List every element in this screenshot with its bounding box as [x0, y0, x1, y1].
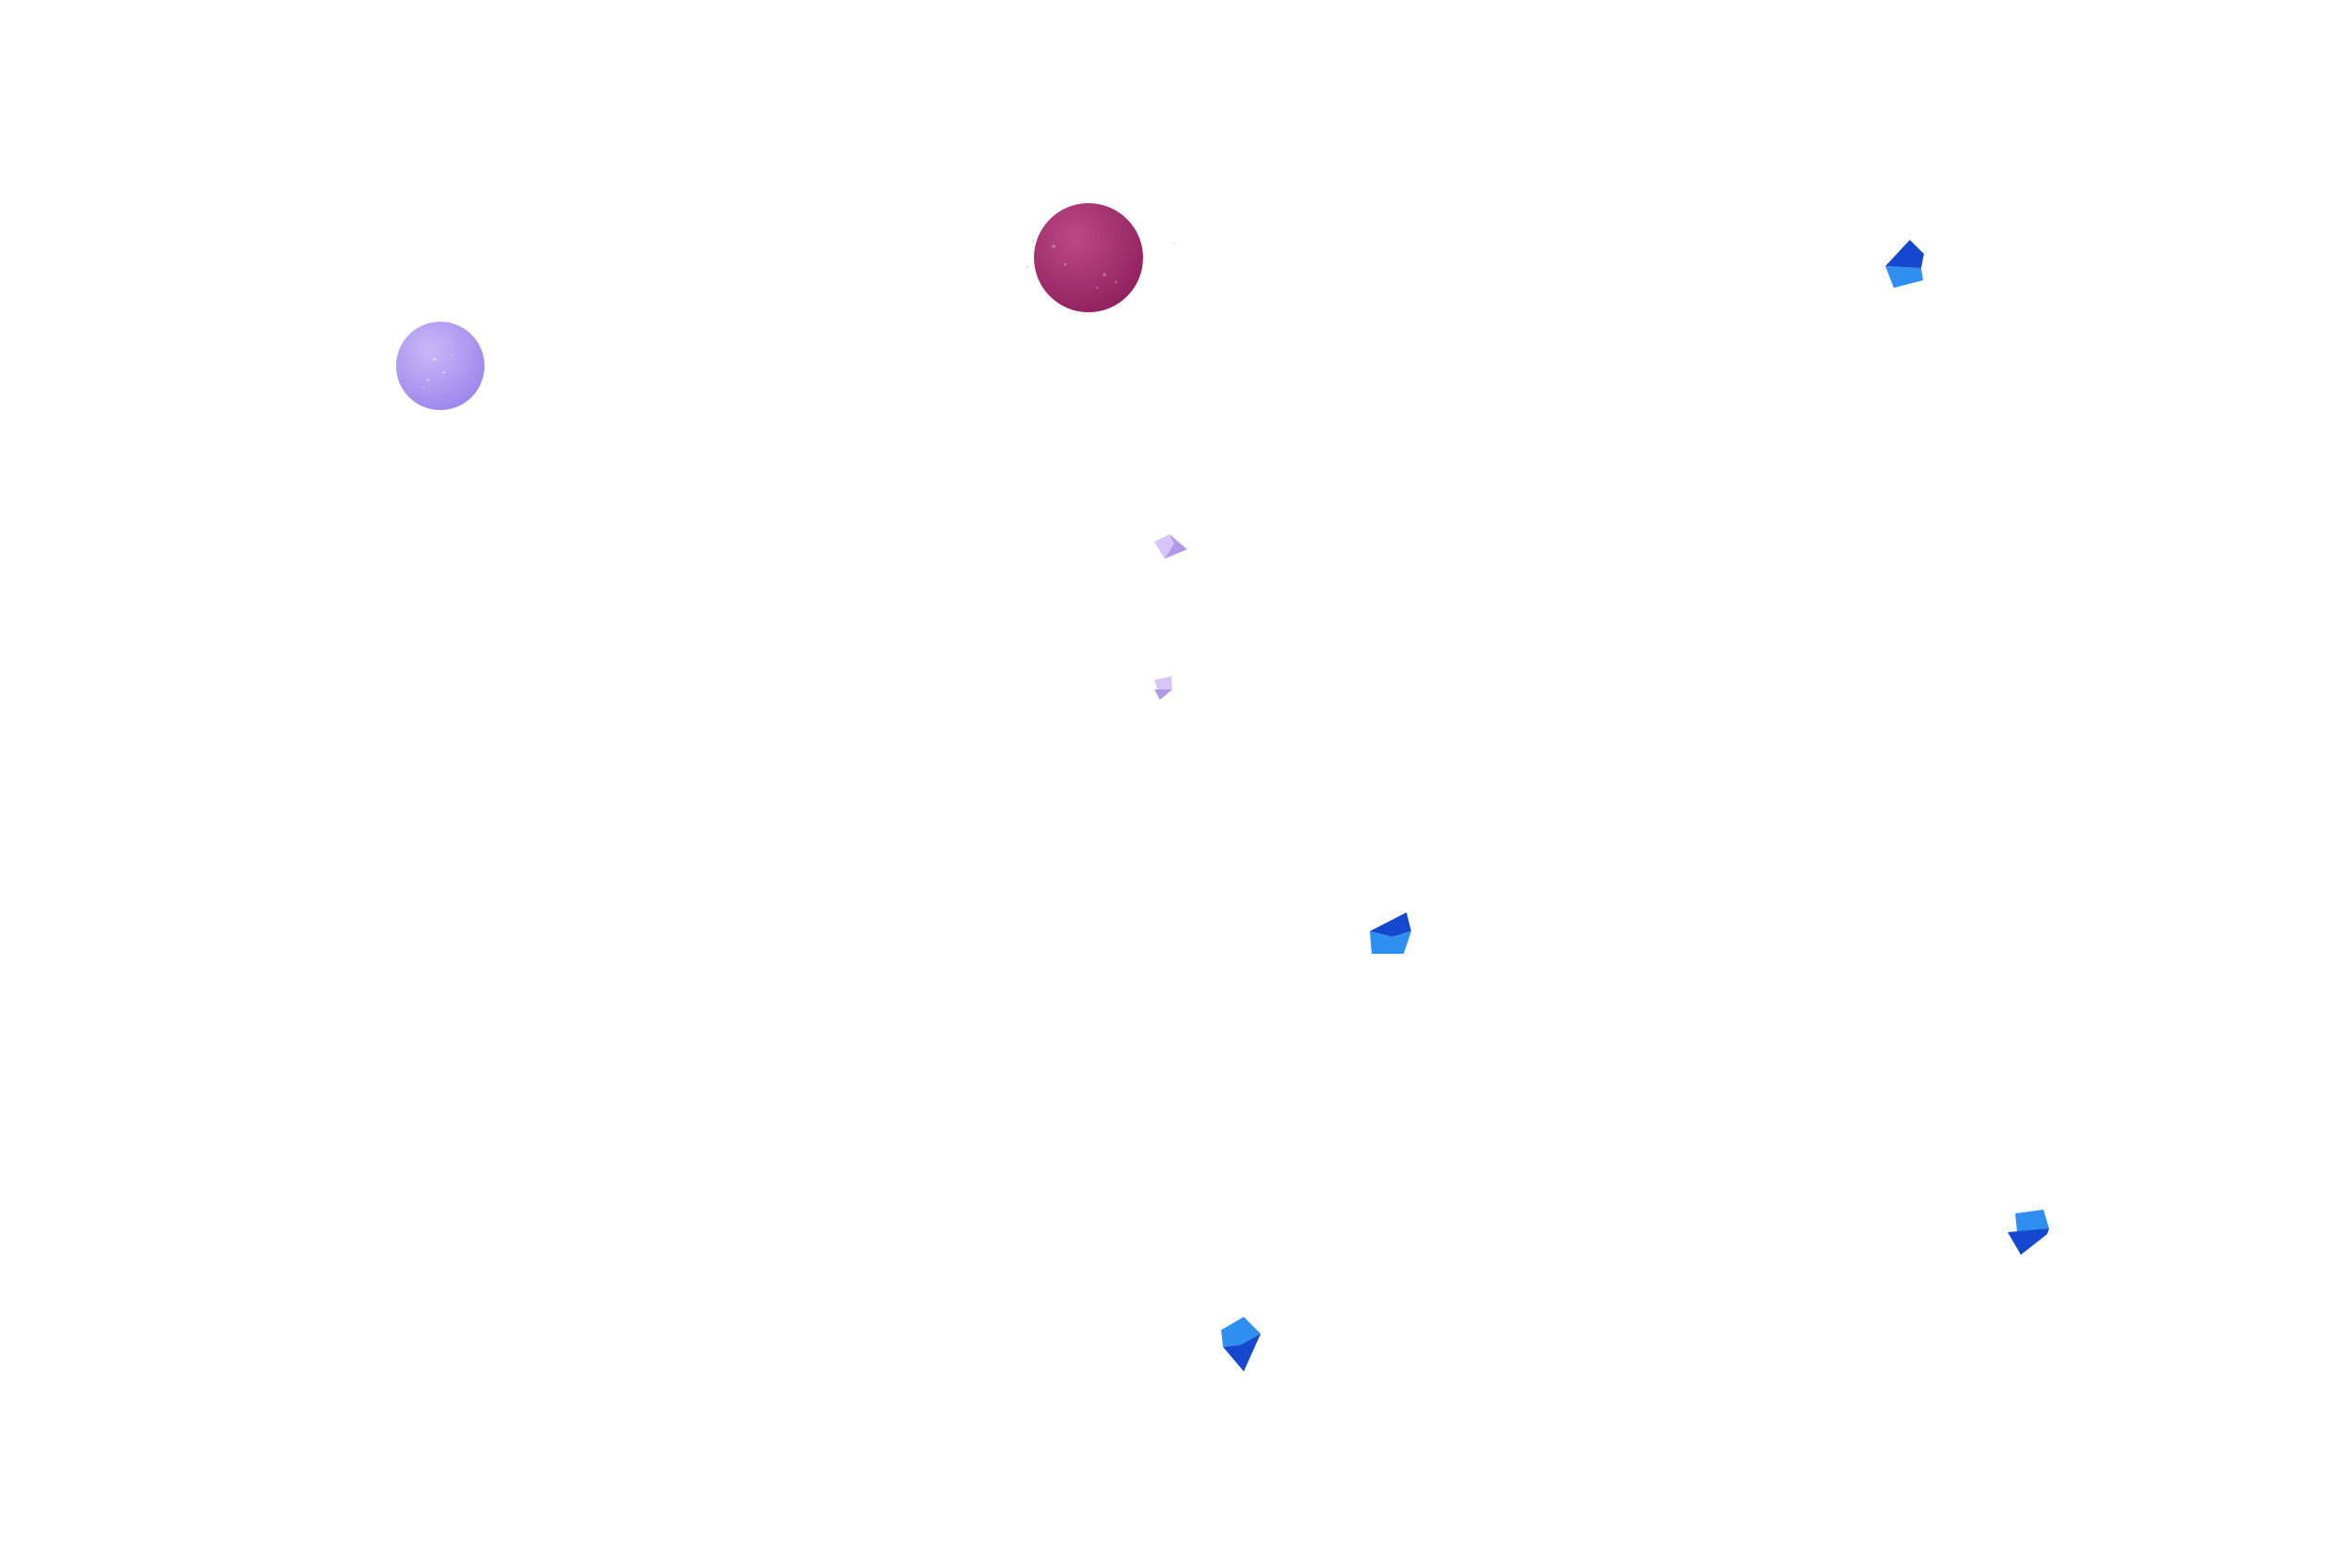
lilac-shard-icon	[1154, 534, 1187, 559]
blue-shard-center-icon	[1370, 912, 1411, 954]
lavender-sphere-icon	[396, 322, 485, 410]
blue-shard-bottom-icon	[1221, 1317, 1261, 1371]
blue-shard-icon	[1885, 240, 1924, 288]
blue-shard-bottom-right-icon	[2008, 1210, 2049, 1255]
lilac-shard-small-icon	[1154, 676, 1172, 700]
magenta-sphere-icon	[1025, 203, 1175, 312]
